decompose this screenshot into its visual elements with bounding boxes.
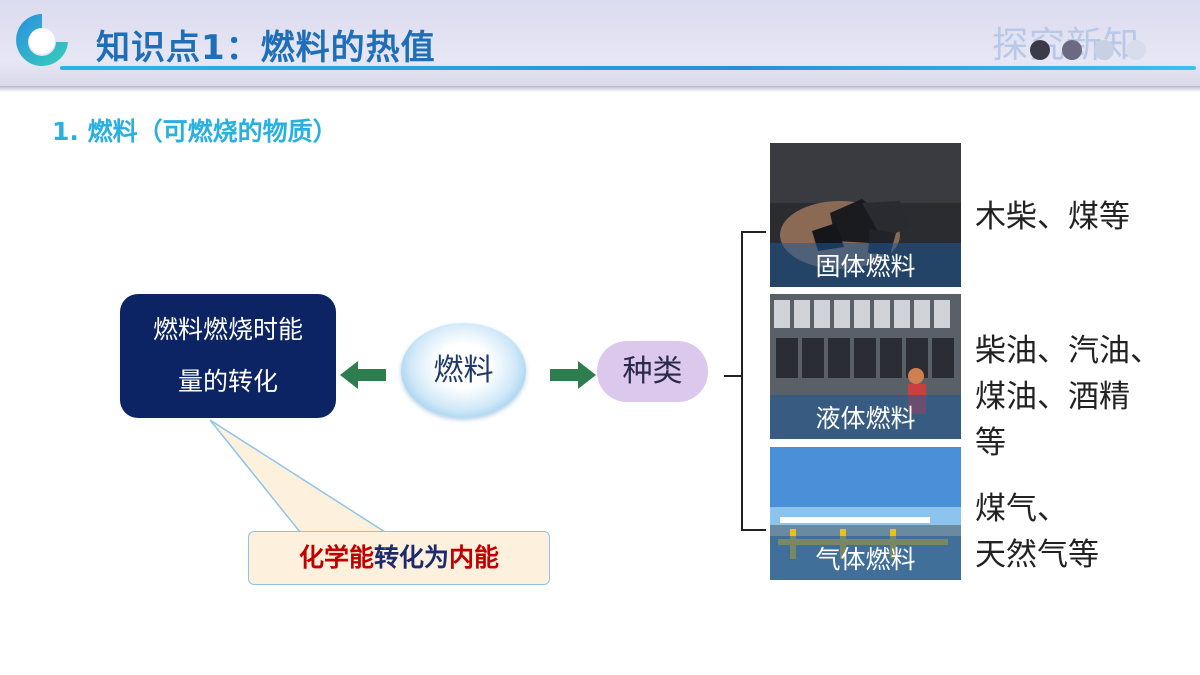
arrow-right-icon <box>550 361 596 389</box>
liquid-example-line-1: 柴油、汽油、 <box>975 333 1161 369</box>
liquid-fuel-label: 液体燃料 <box>770 395 961 439</box>
liquid-example-line-2: 煤油、酒精 <box>975 379 1130 415</box>
header-shadow <box>0 86 1200 92</box>
callout-convert: 转化为 <box>373 543 449 572</box>
section-heading: 1. 燃料（可燃烧的物质） <box>52 117 338 146</box>
conversion-line-1: 燃料燃烧时能 <box>152 315 303 344</box>
solid-fuel-photo: 固体燃料 <box>770 143 961 287</box>
title-underline <box>60 66 1196 70</box>
liquid-example-line-3: 等 <box>975 425 1006 461</box>
energy-conversion-box: 燃料燃烧时能 量的转化 <box>120 294 336 418</box>
solid-example-line: 木柴、煤等 <box>975 199 1130 235</box>
kinds-node: 种类 <box>597 341 708 402</box>
gas-fuel-examples: 煤气、 天然气等 <box>975 486 1099 578</box>
callout-internal-energy: 内能 <box>449 543 500 572</box>
header-bar <box>0 0 1200 88</box>
liquid-fuel-photo: 液体燃料 <box>770 294 961 439</box>
gas-example-line-2: 天然气等 <box>975 537 1099 573</box>
solid-fuel-examples: 木柴、煤等 <box>975 194 1130 240</box>
fuel-node: 燃料 <box>401 323 526 418</box>
logo-icon <box>16 14 68 66</box>
gas-fuel-photo: 气体燃料 <box>770 447 961 580</box>
conversion-line-2: 量的转化 <box>177 367 278 396</box>
solid-fuel-label: 固体燃料 <box>770 243 961 287</box>
decorative-dots <box>1030 40 1146 60</box>
arrow-left-icon <box>340 361 386 389</box>
liquid-fuel-examples: 柴油、汽油、 煤油、酒精 等 <box>975 328 1161 466</box>
gas-example-line-1: 煤气、 <box>975 491 1068 527</box>
callout-box: 化学能转化为内能 <box>248 531 550 585</box>
gas-fuel-label: 气体燃料 <box>770 536 961 580</box>
page-title: 知识点1：燃料的热值 <box>96 28 436 68</box>
callout-chemical-energy: 化学能 <box>298 543 374 572</box>
